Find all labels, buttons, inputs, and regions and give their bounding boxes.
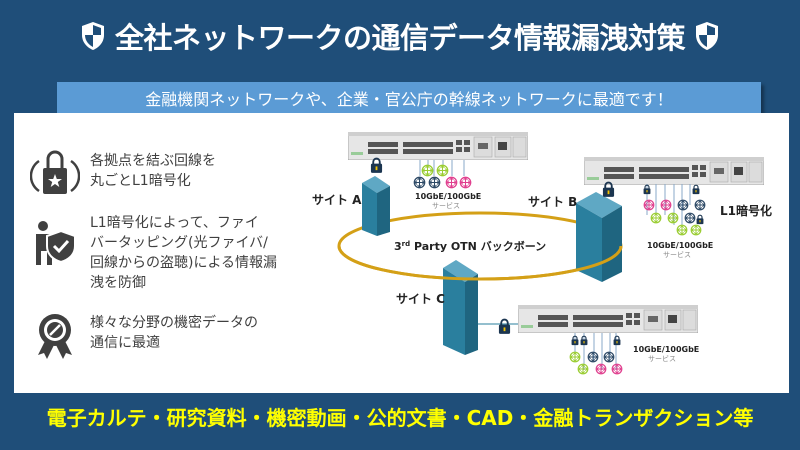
router-chassis-b bbox=[584, 157, 764, 185]
service-label-b: 10GbE/100GbE bbox=[647, 241, 713, 250]
router-icon bbox=[650, 212, 662, 224]
router-icon bbox=[421, 164, 434, 177]
lock-icon bbox=[696, 214, 704, 225]
service-sublabel-c: サービス bbox=[648, 354, 676, 363]
site-b-label: サイト B bbox=[528, 195, 577, 209]
router-icon bbox=[684, 212, 696, 224]
router-chassis-a bbox=[348, 132, 528, 160]
router-icon bbox=[694, 199, 706, 211]
footer-text: 電子カルテ・研究資料・機密動画・公的文書・CAD・金融トランザクション等 bbox=[46, 405, 754, 430]
router-chassis-c bbox=[518, 305, 698, 333]
router-icon bbox=[428, 176, 441, 189]
router-icon bbox=[587, 351, 599, 363]
router-icon bbox=[413, 176, 426, 189]
router-icon bbox=[667, 212, 679, 224]
router-icon bbox=[595, 363, 607, 375]
lock-icon bbox=[498, 318, 511, 335]
badge-ribbon-icon bbox=[38, 314, 72, 359]
router-icon bbox=[690, 224, 702, 236]
encryption-label: L1暗号化 bbox=[720, 203, 772, 218]
router-icon bbox=[677, 199, 689, 211]
router-icon bbox=[436, 164, 449, 177]
router-icon bbox=[643, 199, 655, 211]
router-icon bbox=[676, 224, 688, 236]
router-icon bbox=[459, 176, 472, 189]
site-c-label: サイト C bbox=[396, 292, 445, 306]
router-icon bbox=[577, 363, 589, 375]
shield-icon bbox=[81, 22, 104, 50]
site-c-tower bbox=[443, 260, 478, 355]
feature-text: 様々な分野の機密データの 通信に最適 bbox=[90, 315, 258, 351]
service-label-a: 10GbE/100GbE bbox=[415, 192, 481, 201]
service-sublabel-b: サービス bbox=[663, 250, 691, 259]
title-text: 全社ネットワークの通信データ情報漏洩対策 bbox=[114, 21, 686, 55]
footer-use-cases: 電子カルテ・研究資料・機密動画・公的文書・CAD・金融トランザクション等 bbox=[0, 400, 800, 432]
shield-icon bbox=[696, 22, 718, 50]
site-b-tower bbox=[576, 192, 622, 282]
lock-icon bbox=[370, 157, 383, 174]
feature-text: L1暗号化によって、ファイ バータッピング(光ファイバ/ 回線からの盗聴)による… bbox=[90, 215, 278, 291]
router-icon bbox=[660, 199, 672, 211]
router-icon bbox=[445, 176, 458, 189]
service-sublabel-a: サービス bbox=[432, 201, 460, 210]
router-icon bbox=[569, 351, 581, 363]
site-a-label: サイト A bbox=[312, 193, 362, 207]
lock-icon bbox=[692, 184, 700, 195]
subtitle-band: 金融機関ネットワークや、企業・官公庁の幹線ネットワークに最適です！ bbox=[57, 82, 761, 114]
lock-star-icon bbox=[30, 150, 80, 194]
lock-icon bbox=[613, 335, 621, 346]
backbone-label: 3rd Party OTN バックボーン bbox=[394, 239, 546, 253]
router-icon bbox=[611, 363, 623, 375]
subtitle-text: 金融機関ネットワークや、企業・官公庁の幹線ネットワークに最適です！ bbox=[145, 90, 673, 109]
person-shield-icon bbox=[36, 221, 76, 265]
page-title: 全社ネットワークの通信データ情報漏洩対策 bbox=[0, 14, 800, 58]
site-a-tower bbox=[362, 176, 390, 236]
service-label-c: 10GbE/100GbE bbox=[633, 345, 699, 354]
router-icon bbox=[603, 351, 615, 363]
feature-text: 各拠点を結ぶ回線を 丸ごとL1暗号化 bbox=[90, 153, 216, 189]
